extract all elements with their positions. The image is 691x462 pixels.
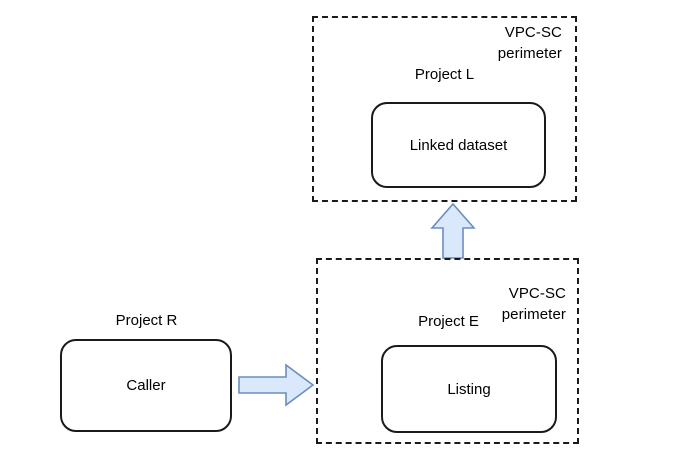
node-linked-dataset[interactable]: Linked dataset: [371, 102, 546, 188]
arrow-up-icon: [430, 202, 476, 259]
arrow-listing-to-linked-dataset: [430, 202, 476, 259]
node-label-caller: Caller: [126, 377, 166, 394]
arrow-right-icon: [238, 363, 315, 407]
vpc-sc-perimeter-project-e: [316, 258, 579, 444]
project-label-l: Project L: [414, 66, 475, 83]
node-label-listing: Listing: [447, 380, 491, 398]
perimeter-label-project-e: VPC-SC perimeter: [501, 285, 566, 323]
node-caller[interactable]: Caller: [60, 339, 232, 432]
vpc-sc-perimeter-project-l: [312, 16, 577, 202]
perimeter-label-project-l: VPC-SC perimeter: [497, 24, 562, 62]
project-label-r: Project R: [115, 312, 178, 329]
arrow-caller-to-listing: [238, 363, 315, 407]
node-label-linked-dataset: Linked dataset: [409, 136, 508, 154]
node-listing[interactable]: Listing: [381, 345, 557, 433]
project-label-e: Project E: [418, 313, 479, 330]
